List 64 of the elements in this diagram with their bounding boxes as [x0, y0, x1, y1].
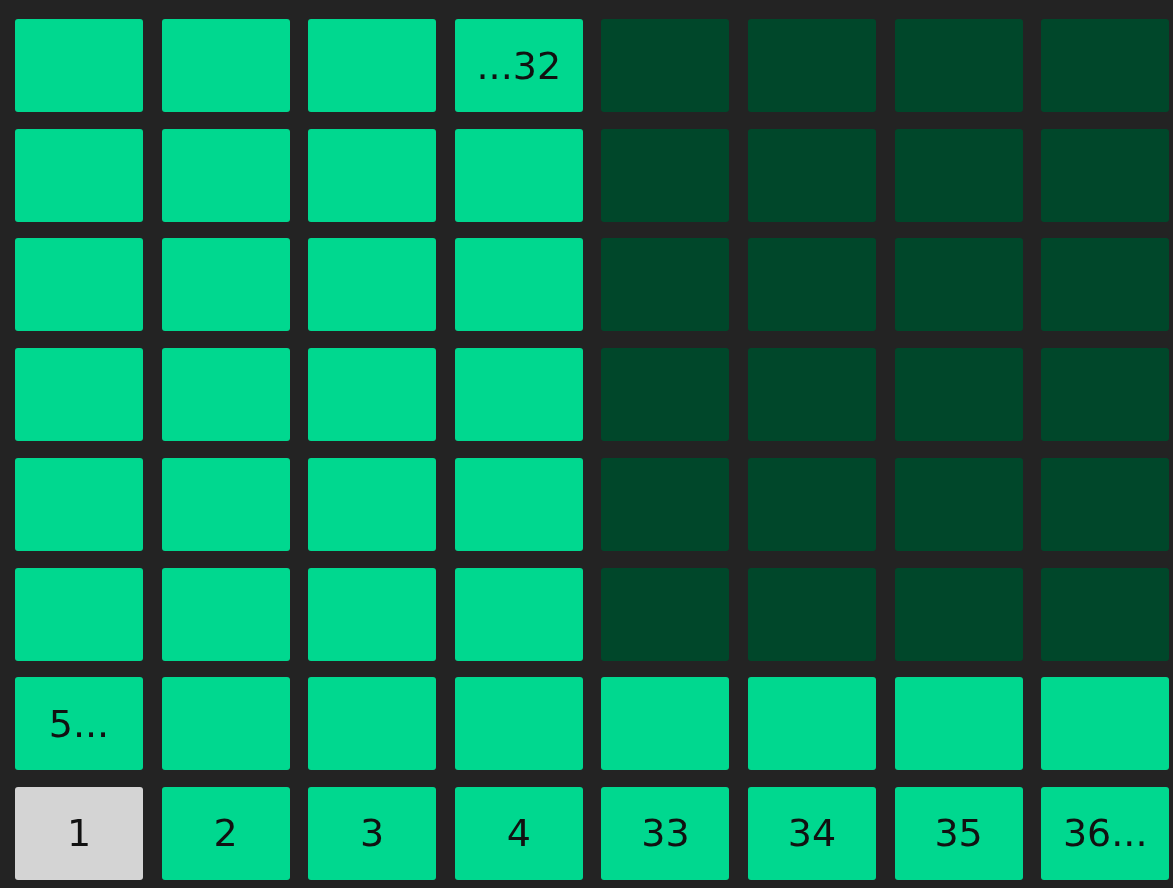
grid-pad	[1041, 677, 1170, 771]
grid-pad	[894, 567, 1023, 661]
grid-pad	[601, 348, 730, 442]
grid-pad	[894, 677, 1023, 771]
grid-pad	[308, 238, 437, 332]
grid-pad	[1041, 567, 1170, 661]
grid-pad	[1041, 457, 1170, 551]
grid-pad	[454, 238, 583, 332]
grid-pad: 1	[15, 786, 143, 880]
grid-pad	[601, 19, 730, 112]
grid-pad	[161, 567, 290, 661]
grid-pad	[454, 567, 583, 661]
grid-pad	[601, 677, 730, 771]
grid-pad	[15, 128, 143, 222]
grid-pad	[308, 567, 437, 661]
grid-pad: 35	[894, 786, 1023, 880]
grid-pad	[894, 128, 1023, 222]
grid-pad: ...32	[454, 19, 583, 112]
grid-pad	[308, 19, 437, 112]
grid-pad	[748, 19, 876, 112]
grid-pad	[601, 457, 730, 551]
grid-pad	[454, 348, 583, 442]
grid-pad	[15, 348, 143, 442]
grid-pad	[161, 19, 290, 112]
grid-pad	[894, 348, 1023, 442]
grid-pad: 34	[748, 786, 876, 880]
grid-pad	[1041, 238, 1170, 332]
grid-pad	[454, 677, 583, 771]
grid-pad	[308, 457, 437, 551]
grid-pad	[601, 238, 730, 332]
grid-pad	[748, 567, 876, 661]
grid-pad	[748, 238, 876, 332]
grid-pad: 36...	[1041, 786, 1170, 880]
grid-pad: 3	[308, 786, 437, 880]
grid-pad	[454, 128, 583, 222]
grid-pad: 4	[454, 786, 583, 880]
grid-pad: 33	[601, 786, 730, 880]
grid-pad: 2	[161, 786, 290, 880]
grid-pad	[15, 238, 143, 332]
grid-pad	[1041, 128, 1170, 222]
grid-pad	[15, 457, 143, 551]
grid-pad	[15, 19, 143, 112]
grid-pad	[308, 128, 437, 222]
grid-pad	[748, 677, 876, 771]
grid-pad	[161, 348, 290, 442]
grid-pad	[454, 457, 583, 551]
grid-pad	[748, 128, 876, 222]
grid-pad	[308, 348, 437, 442]
grid-pad	[308, 677, 437, 771]
grid-pad	[894, 19, 1023, 112]
grid-pad	[894, 457, 1023, 551]
grid-pad	[161, 677, 290, 771]
grid-pad	[161, 238, 290, 332]
grid-pad	[894, 238, 1023, 332]
grid-pad	[1041, 348, 1170, 442]
grid-pad	[161, 128, 290, 222]
grid-pad	[1041, 19, 1170, 112]
grid-pad	[15, 567, 143, 661]
grid-pad	[161, 457, 290, 551]
grid-pad	[748, 457, 876, 551]
grid-pad	[601, 567, 730, 661]
grid-pad	[748, 348, 876, 442]
grid-pad	[601, 128, 730, 222]
grid-pad: 5...	[15, 677, 143, 771]
